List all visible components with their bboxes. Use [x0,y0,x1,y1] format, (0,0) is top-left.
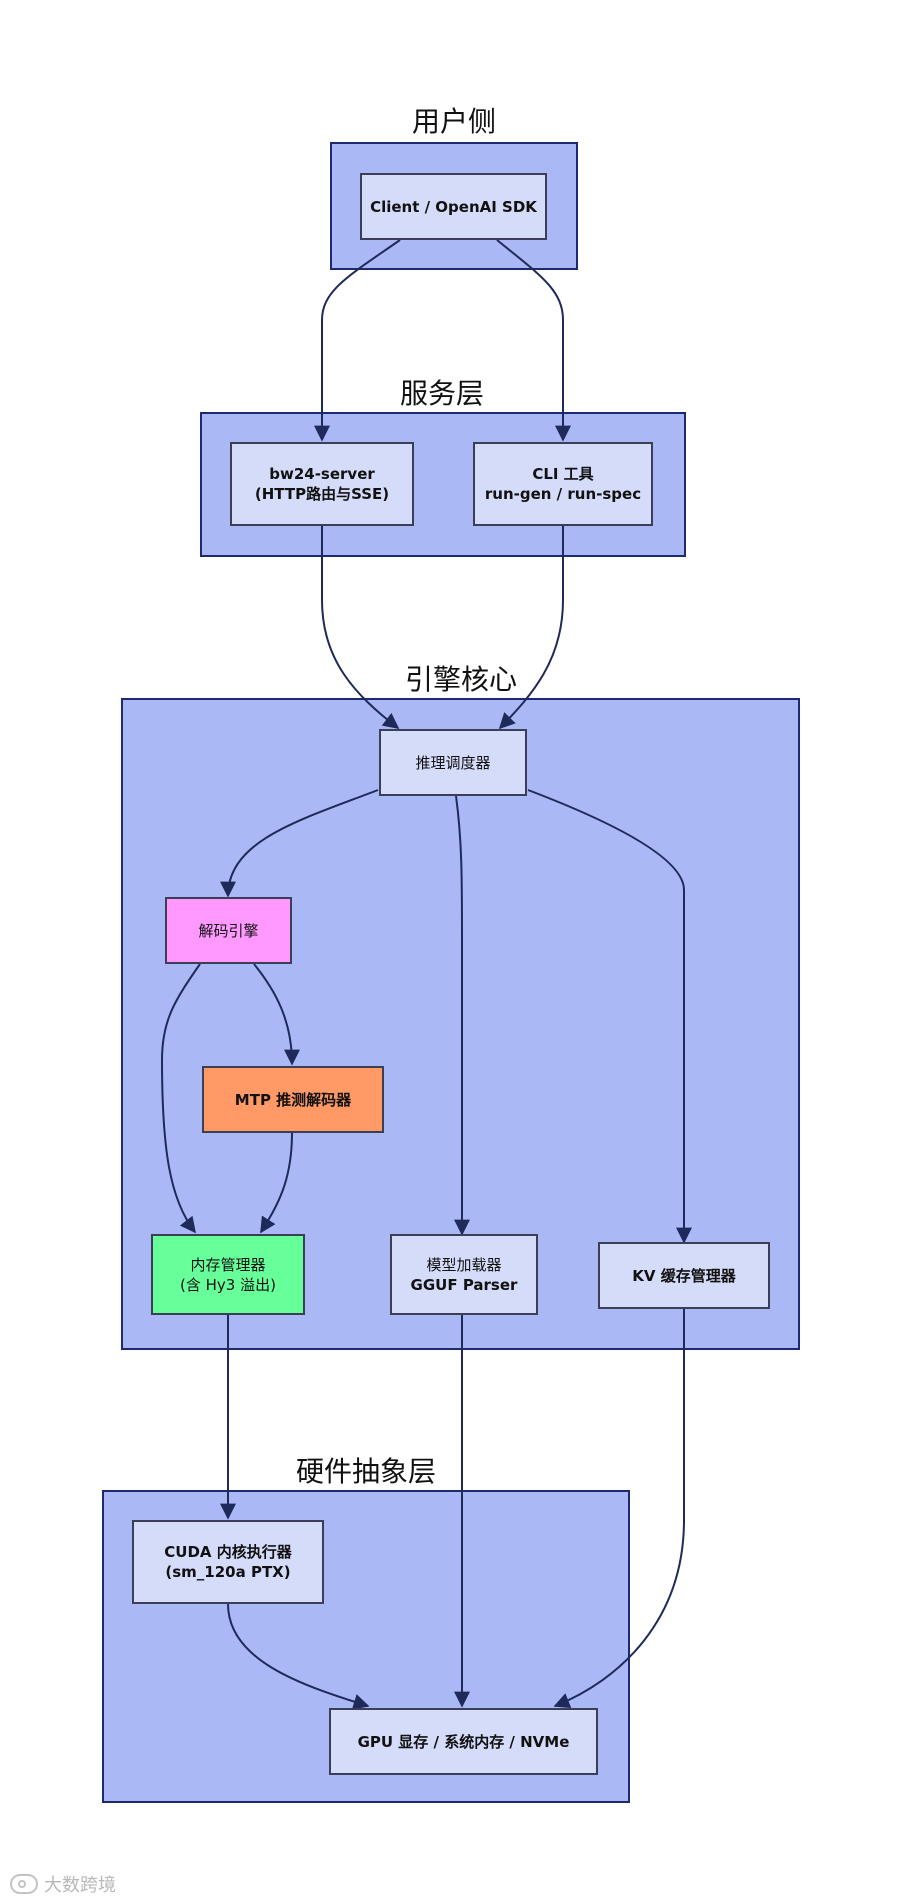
edge-client-server [314,239,401,442]
memory-label: 内存管理器 [190,1255,266,1274]
loader-sublabel: GGUF Parser [410,1275,518,1294]
server-node: bw24-server (HTTP路由与SSE) [230,442,414,526]
cli-sublabel: run-gen / run-spec [484,485,642,503]
cuda-sublabel: (sm_120a PTX) [165,1563,291,1581]
loader-label: 模型加载器 [426,1255,502,1274]
gpu-memory-label: GPU 显存 / 系统内存 / NVMe [357,1732,570,1751]
kv-node: KV 缓存管理器 [598,1242,770,1309]
loader-node: 模型加载器 GGUF Parser [390,1234,538,1315]
scheduler-node: 推理调度器 [379,729,527,796]
mtp-label: MTP 推测解码器 [234,1090,352,1109]
gpu-memory-node: GPU 显存 / 系统内存 / NVMe [329,1708,598,1775]
server-sublabel: (HTTP路由与SSE) [254,485,390,503]
kv-label: KV 缓存管理器 [632,1266,736,1285]
engine-core-title: 引擎核心 [404,663,518,696]
server-label: bw24-server [269,465,375,483]
edge-client-cli [496,239,571,442]
cuda-label: CUDA 内核执行器 [164,1543,292,1561]
mtp-node: MTP 推测解码器 [202,1066,384,1133]
cli-node: CLI 工具 run-gen / run-spec [473,442,653,526]
client-label: Client / OpenAI SDK [370,197,537,216]
user-side-title: 用户侧 [411,105,497,138]
watermark-text: 大数跨境 [44,1875,116,1896]
watermark: 大数跨境 [10,1871,116,1897]
service-layer-title: 服务层 [399,377,485,410]
memory-sublabel: (含 Hy3 溢出) [180,1275,276,1294]
scheduler-label: 推理调度器 [415,753,491,772]
hardware-layer-title: 硬件抽象层 [295,1455,437,1488]
cli-label: CLI 工具 [532,465,594,483]
client-node: Client / OpenAI SDK [360,173,547,240]
decode-label: 解码引擎 [198,921,259,940]
decode-node: 解码引擎 [165,897,292,964]
cuda-node: CUDA 内核执行器 (sm_120a PTX) [132,1520,324,1604]
chat-bubble-icon [10,1874,38,1894]
memory-node: 内存管理器 (含 Hy3 溢出) [151,1234,305,1315]
